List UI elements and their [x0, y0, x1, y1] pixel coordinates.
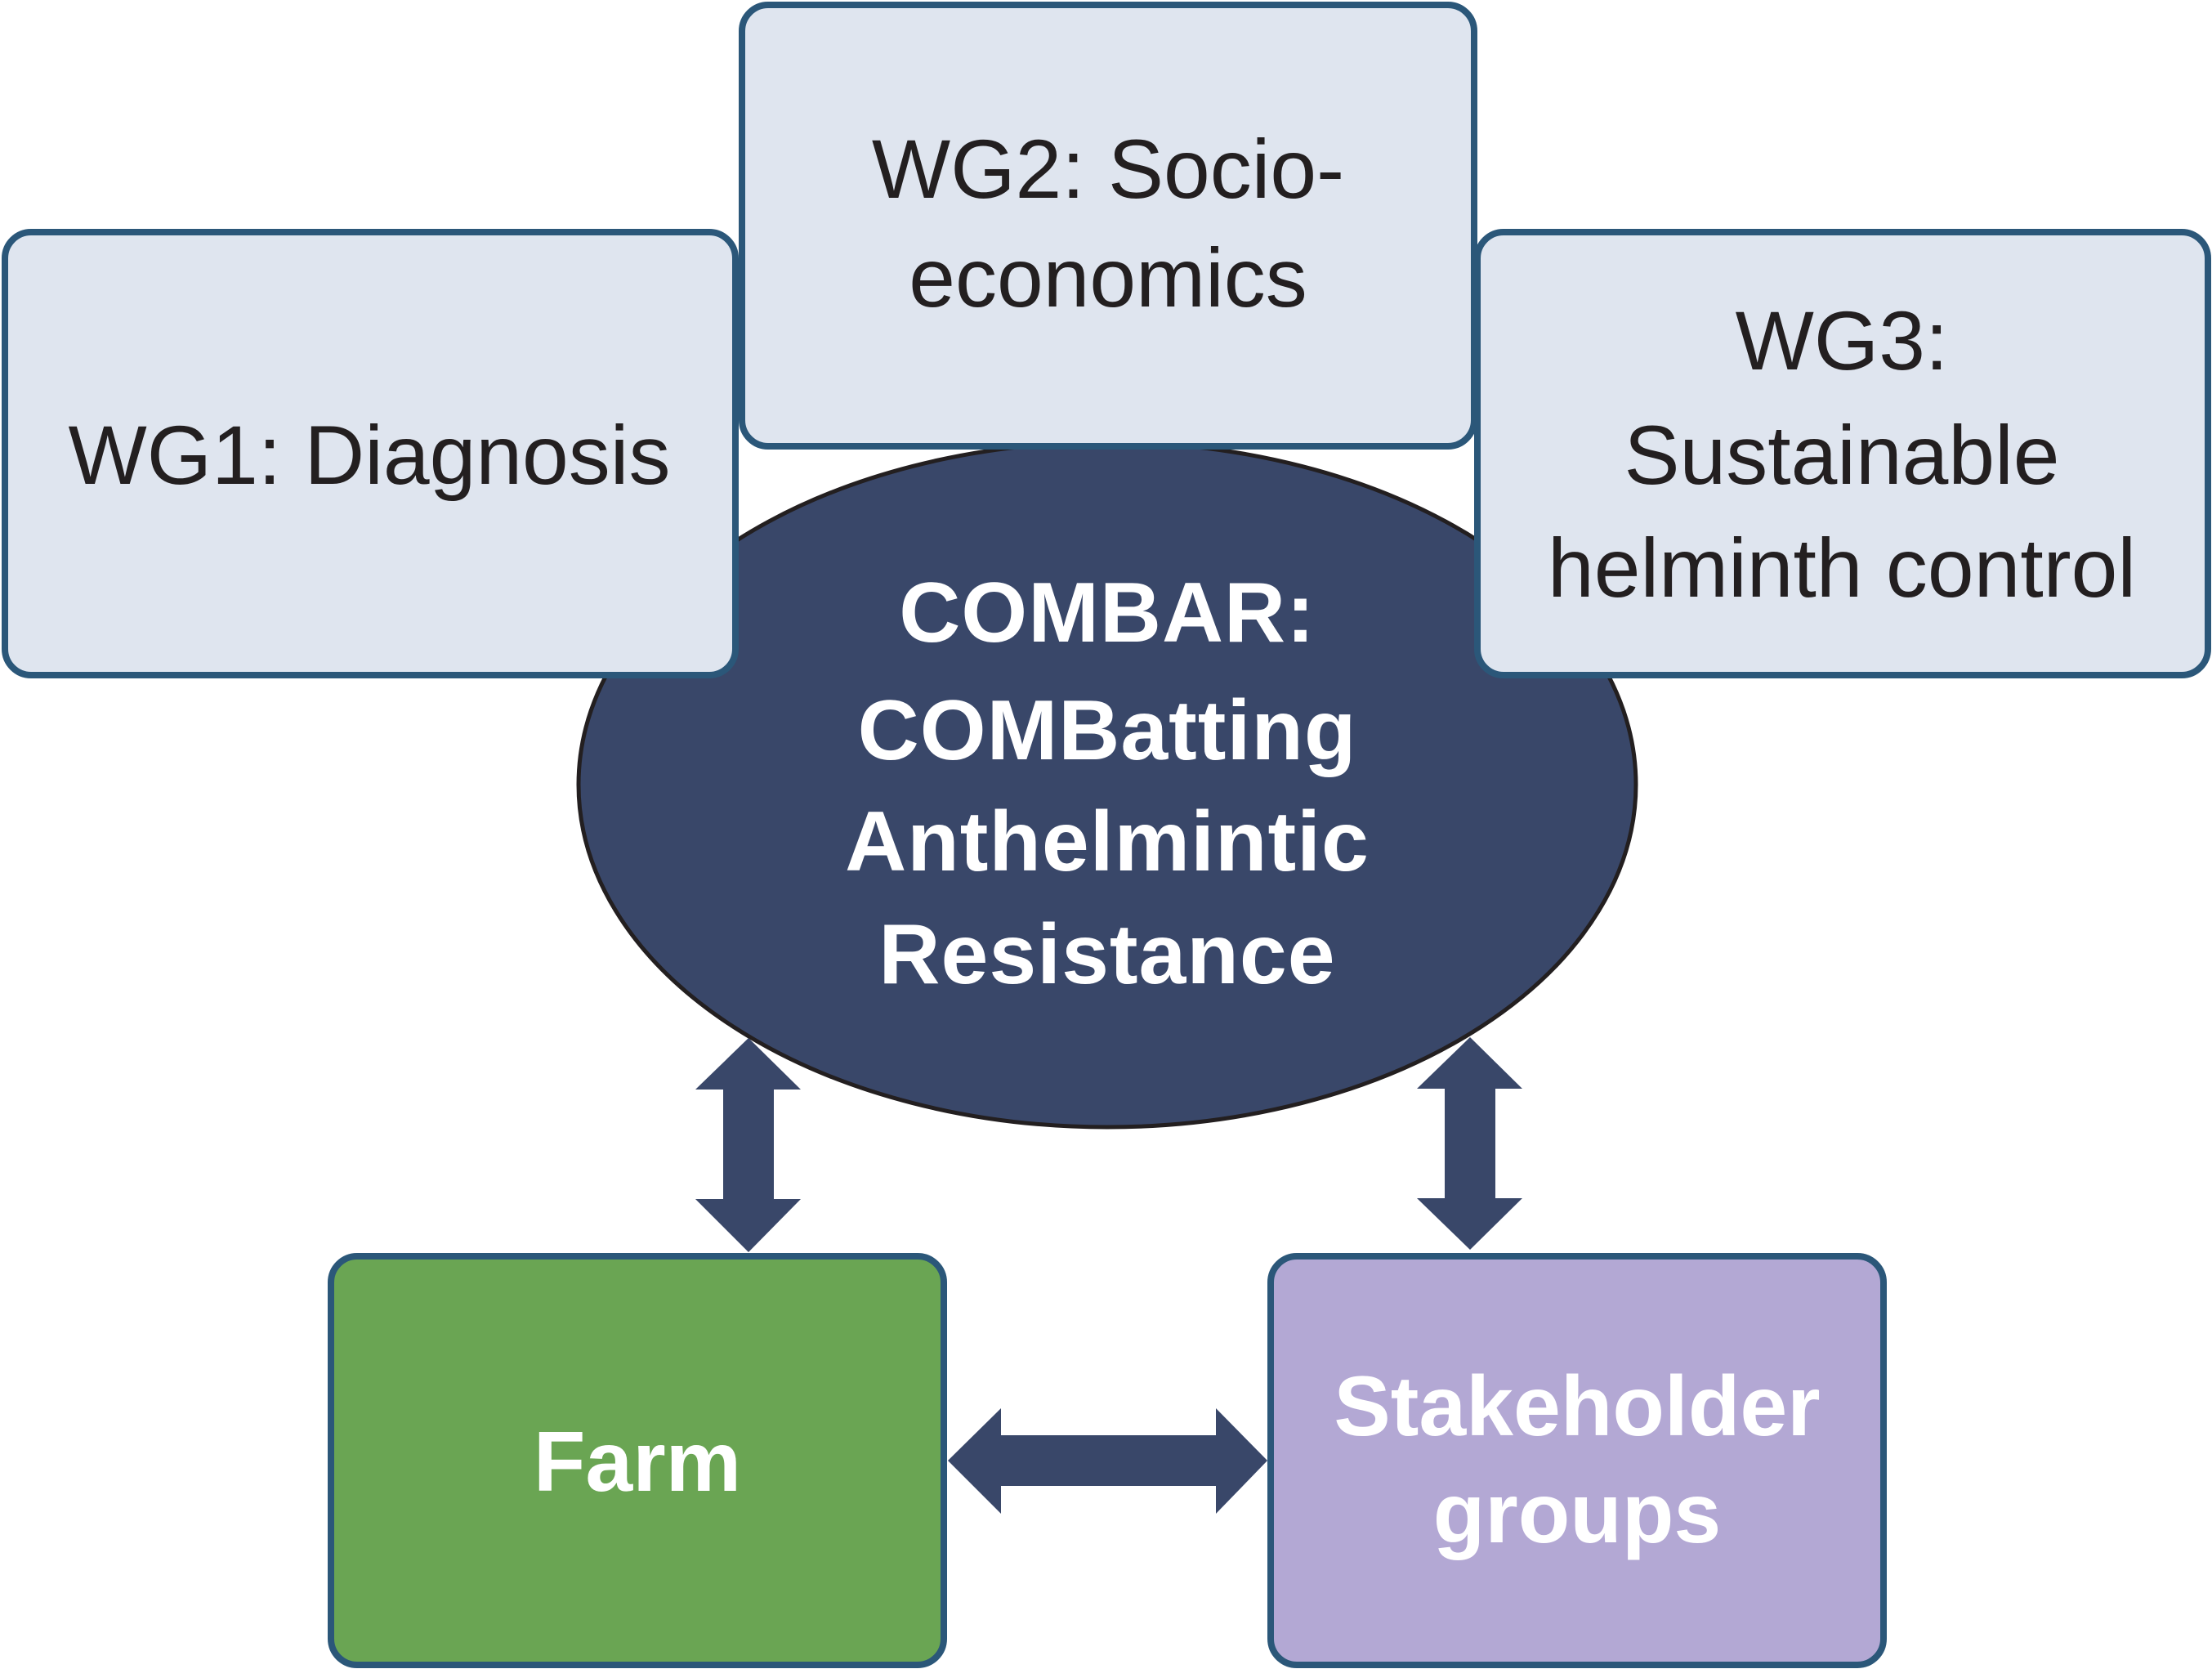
wg1-box: WG1: Diagnosis: [2, 229, 739, 678]
wg3-label-line-3: helminth control: [1548, 521, 2136, 615]
center-node: COMBAR: COMBatting Anthelmintic Resistan…: [576, 440, 1638, 1130]
stakeholder-box: Stakeholder groups: [1267, 1253, 1887, 1668]
wg2-label-line-2: economics: [909, 231, 1307, 324]
stakeholder-label-line-1: Stakeholder: [1334, 1359, 1820, 1454]
stakeholder-label-line-2: groups: [1433, 1466, 1721, 1561]
farm-label: Farm: [534, 1415, 741, 1510]
center-title-line-4: Resistance: [878, 907, 1335, 1002]
center-title-line-1: COMBAR:: [899, 566, 1316, 660]
double-arrow-farm-stakeholders: [948, 1408, 1267, 1514]
center-title-line-2: COMBatting: [858, 683, 1357, 778]
wg3-box: WG3: Sustainable helminth control: [1474, 229, 2211, 678]
wg2-rect: [739, 2, 1477, 450]
wg2-box: WG2: Socio- economics: [739, 2, 1477, 450]
wg3-label-line-1: WG3:: [1736, 294, 1949, 387]
wg3-label-line-2: Sustainable: [1624, 409, 2059, 502]
wg1-rect: [2, 229, 739, 678]
farm-rect: [328, 1253, 947, 1668]
double-arrow-center-farm: [695, 1038, 801, 1252]
farm-box: Farm: [328, 1253, 947, 1668]
center-title-line-3: Anthelmintic: [845, 794, 1370, 889]
wg1-label-line-1: WG1: Diagnosis: [69, 409, 671, 502]
stakeholder-rect: [1267, 1253, 1887, 1668]
wg2-label-line-1: WG2: Socio-: [872, 123, 1344, 216]
wg3-rect: [1474, 229, 2211, 678]
double-arrow-center-stakeholders: [1417, 1037, 1522, 1250]
